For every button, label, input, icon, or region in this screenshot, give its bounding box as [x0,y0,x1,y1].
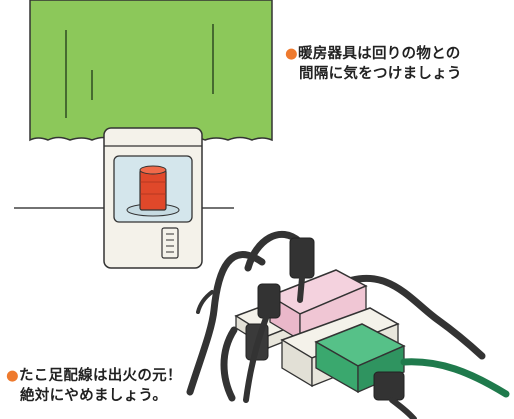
heater-safety-caption: ●暖房器具は回りの物との 間隔に気をつけましょう [285,44,462,84]
octopus-caption-line-2: 絶対にやめましょう。 [20,388,168,404]
octopus-wiring-illustration [186,230,510,419]
curtain-illustration [29,0,273,142]
bullet-icon: ● [6,368,19,384]
heater-caption-line-2: 間隔に気をつけましょう [299,66,462,82]
octopus-wiring-caption: ●たこ足配線は出火の元！ 絶対にやめましょう。 [6,366,182,406]
heater-illustration [103,127,203,269]
bullet-icon: ● [285,46,298,62]
heater-caption-line-1: ●暖房器具は回りの物との [285,46,461,62]
octopus-caption-line-1: ●たこ足配線は出火の元！ [6,368,182,384]
